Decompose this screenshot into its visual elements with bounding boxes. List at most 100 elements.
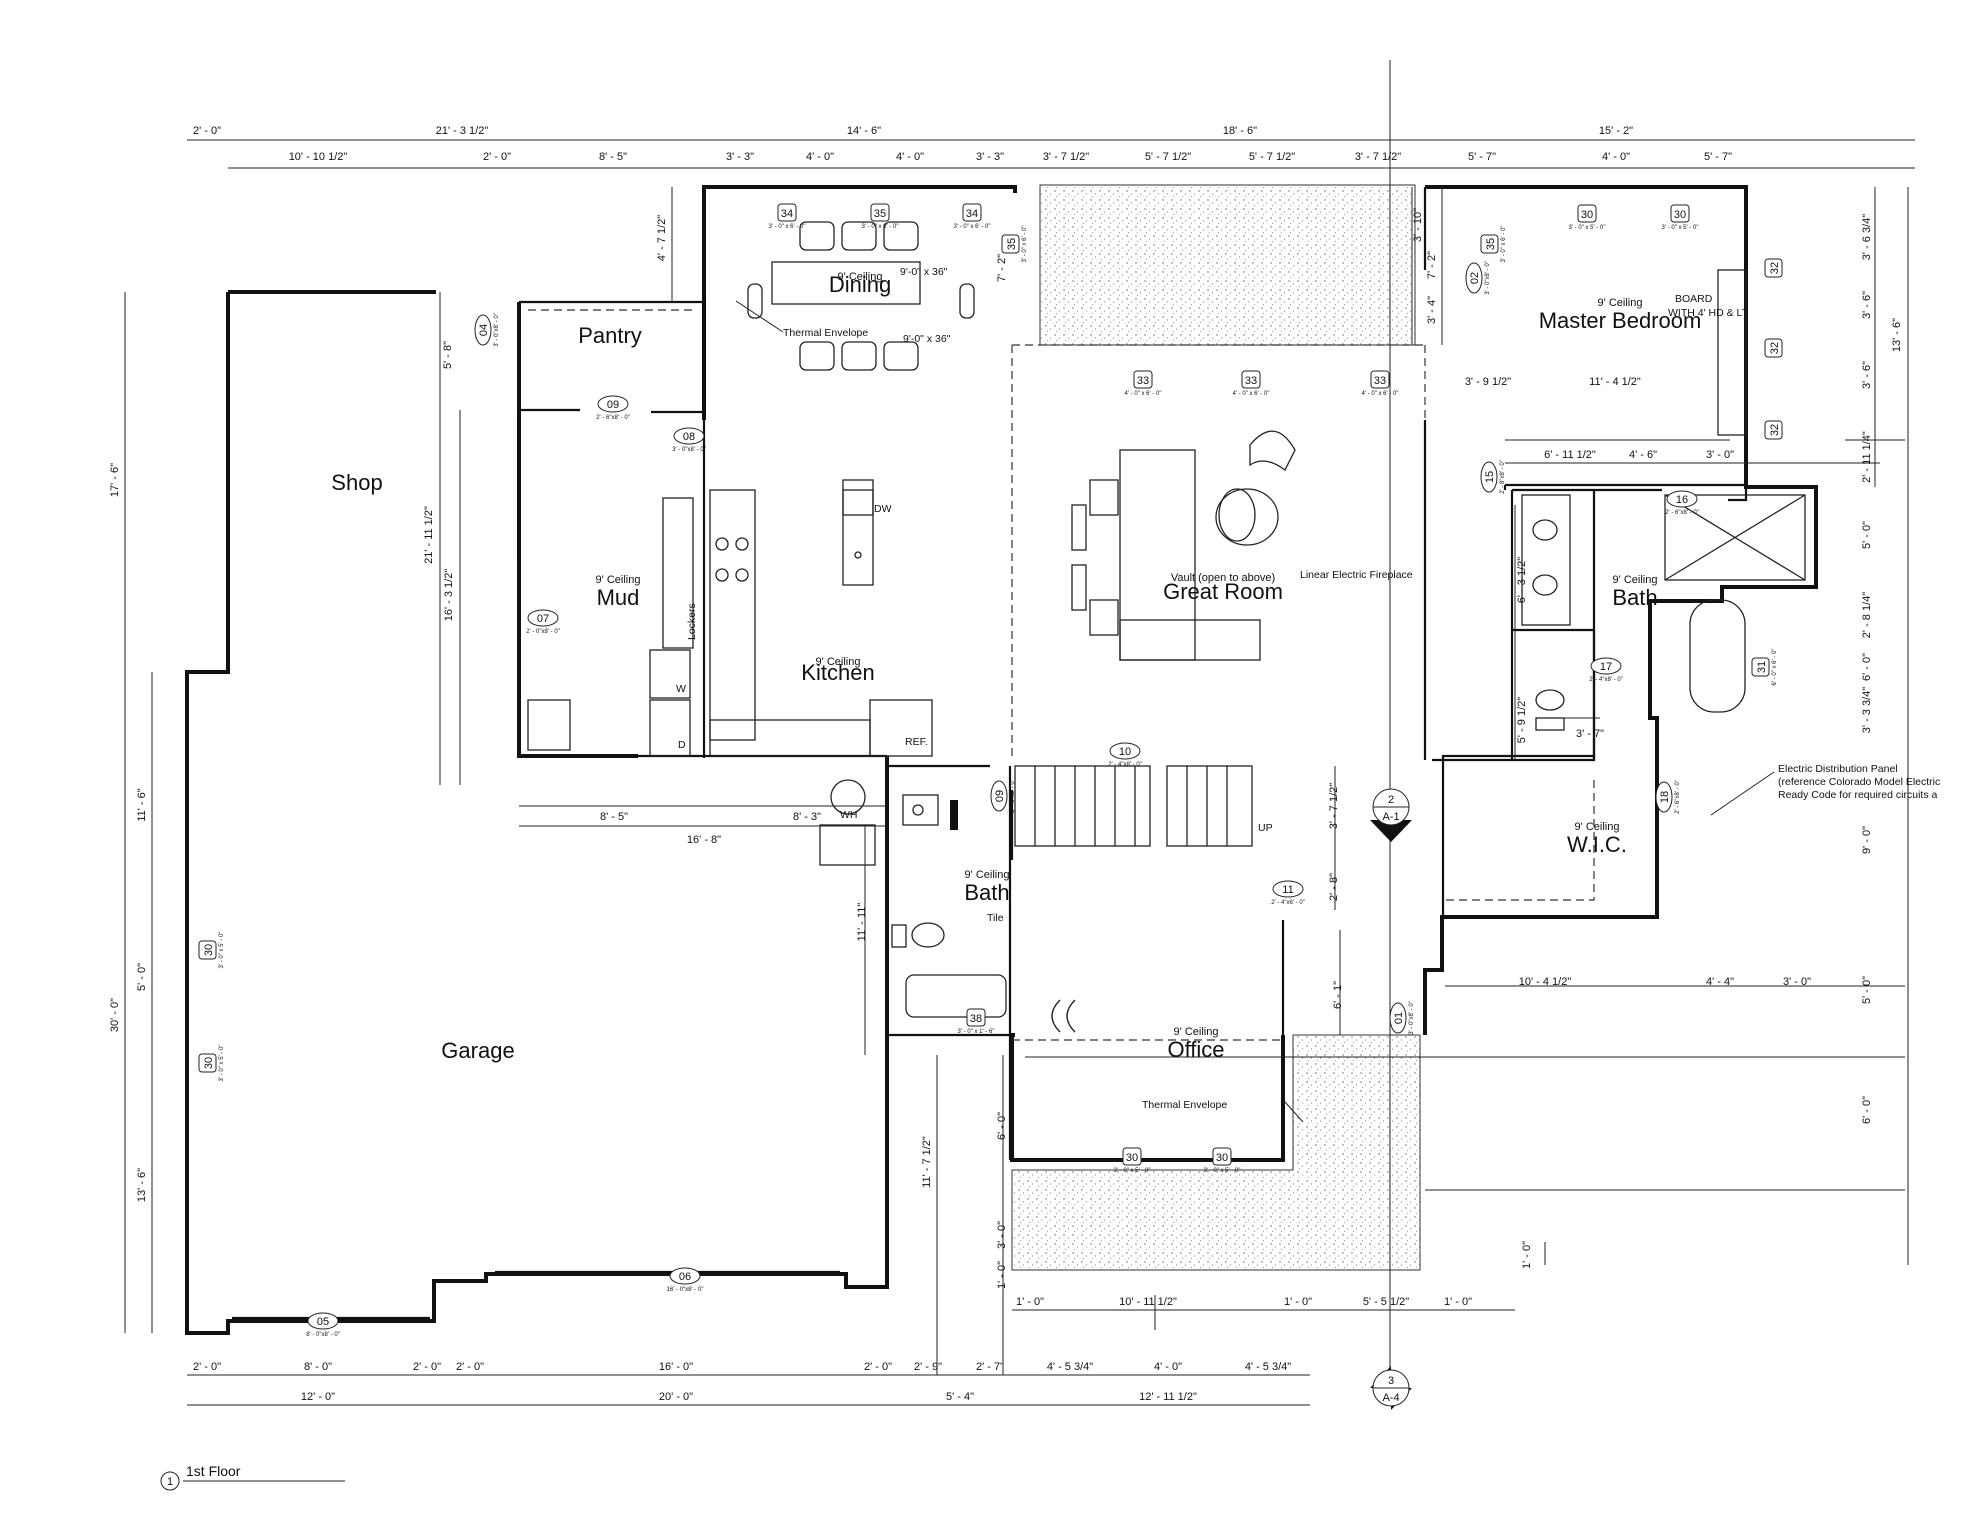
dimension-label: 8' - 3" <box>793 811 821 823</box>
fixtures <box>232 221 1806 1320</box>
tag-size: 3' - 0"x8' - 0" <box>672 447 706 453</box>
tag-size: 2' - 6"x8' - 0" <box>1665 510 1699 516</box>
door-window-tag: 383' - 0" x 1' - 6" <box>958 1008 994 1035</box>
room-name: Dining <box>829 272 891 297</box>
dimension-label: 2' - 11 1/4" <box>1861 431 1873 483</box>
dimension-label: 1' - 0" <box>1444 1296 1472 1308</box>
dimension-label: 11' - 7 1/2" <box>921 1136 933 1188</box>
door-window-tag: 334' - 0" x 6' - 0" <box>1125 370 1162 397</box>
dimension-label: 1' - 0" <box>996 1261 1008 1289</box>
dimension-label: 5' - 4" <box>946 1391 974 1403</box>
tag-number: 33 <box>1245 375 1257 387</box>
dimension-label: 10' - 11 1/2" <box>1119 1296 1177 1308</box>
svg-text:A-4: A-4 <box>1382 1392 1399 1404</box>
room-ceiling-note: 9' Ceiling <box>1575 821 1620 833</box>
dashed-lines <box>528 309 1595 1041</box>
tag-size: 3' - 0" x 5' - 0" <box>1114 1168 1151 1174</box>
dimension-label: 5' - 0" <box>1861 976 1873 1004</box>
tag-size: 2' - 8"x8' - 0" <box>1500 460 1506 494</box>
fireplace-note: Linear Electric Fireplace <box>1300 569 1413 581</box>
dining-chairs <box>747 221 975 371</box>
dimension-label: 17' - 6" <box>109 463 121 497</box>
door-window-tag: 35 3' - 0" x 6' - 0" <box>862 203 899 230</box>
patio-hatch-areas <box>1011 184 1421 1271</box>
dimension-label: 21' - 3 1/2" <box>436 125 489 137</box>
tag-size: 3' - 0" x 6' - 0" <box>954 224 991 230</box>
tag-number: 04 <box>478 324 490 336</box>
dimension-label: 2' - 0" <box>864 1361 892 1373</box>
tag-number: 35 <box>874 208 886 220</box>
dimension-label: 3' - 0" <box>1706 449 1734 461</box>
tag-size: 8' - 0"x8' - 0" <box>306 1332 340 1338</box>
dimension-label: 4' - 0" <box>896 151 924 163</box>
tag-size: 16' - 0"x8' - 0" <box>667 1287 704 1293</box>
room-ceiling-note: 9' Ceiling <box>965 869 1010 881</box>
tag-number: 38 <box>970 1013 982 1025</box>
dimension-label: 5' - 7 1/2" <box>1145 151 1191 163</box>
room-ceiling-note: 9' Ceiling <box>1613 574 1658 586</box>
dimension-label: 5' - 8" <box>442 341 454 369</box>
dining-table-size-note: 9'-0" x 36" <box>900 266 948 278</box>
room-name: Shop <box>331 470 382 495</box>
dimension-label: 1' - 0" <box>1016 1296 1044 1308</box>
door-window-tag: 33 4' - 0" x 6' - 0" <box>1362 370 1399 397</box>
tag-number: 17 <box>1600 661 1612 673</box>
lockers-label: Lockers <box>686 603 698 640</box>
door-window-tag: 30 3' - 0" x 5' - 0" <box>1114 1147 1151 1174</box>
tag-size: 3' - 0" x 6' - 0" <box>1501 226 1507 263</box>
dimension-label: 8' - 5" <box>599 151 627 163</box>
dimension-label: 13' - 6" <box>1891 318 1903 352</box>
dimension-label: 3' - 0" <box>996 1221 1008 1249</box>
tag-number: 30 <box>1126 1152 1138 1164</box>
dimension-label: 12' - 11 1/2" <box>1139 1391 1197 1403</box>
dimension-label: 4' - 0" <box>1154 1361 1182 1373</box>
dimension-label: 8' - 5" <box>600 811 628 823</box>
tag-size: 2' - 6"x8' - 0" <box>1010 779 1016 813</box>
tag-number: 33 <box>1374 375 1386 387</box>
notes: Thermal Envelope Thermal Envelope Linear… <box>676 266 1940 1123</box>
door-window-tag: 334' - 0" x 6' - 0" <box>1233 370 1269 397</box>
door-window-tag: 162' - 6"x8' - 0" <box>1665 490 1699 516</box>
dimension-label: 10' - 10 1/2" <box>289 151 348 163</box>
door-window-tag: 303' - 0" x 5' - 0" <box>1204 1147 1241 1174</box>
dimension-label: 3' - 7" <box>1576 728 1604 740</box>
tag-number: 01 <box>1393 1012 1405 1024</box>
drawing-title-text: 1st Floor <box>186 1463 241 1479</box>
electric-panel-note-2: (reference Colorado Model Electric <box>1778 776 1940 788</box>
tag-size: 3' - 0" x 6' - 0" <box>862 224 899 230</box>
tag-size: 4' - 0" x 6' - 0" <box>1362 391 1399 397</box>
dimension-label: 3' - 9 1/2" <box>1465 376 1511 388</box>
dimension-label: 2' - 0" <box>413 1361 441 1373</box>
view-number: 1 <box>167 1476 173 1488</box>
tag-size: 3' - 0"x8' - 0" <box>1485 261 1491 295</box>
section-marker-2: 2 A-1 <box>1370 788 1412 842</box>
dimension-label: 11' - 11" <box>856 903 868 942</box>
tag-number: 34 <box>966 208 978 220</box>
dimension-label: 5' - 7" <box>1468 151 1496 163</box>
tag-size: 3' - 0" x 5' - 0" <box>1204 1168 1241 1174</box>
dimension-label: 10' - 4 1/2" <box>1519 976 1572 988</box>
tag-number: 31 <box>1756 661 1768 673</box>
dimension-label: 3' - 7 1/2" <box>1043 151 1089 163</box>
tag-number: 11 <box>1282 884 1293 896</box>
dimension-label: 2' - 0" <box>193 1361 221 1373</box>
dimension-label: 3' - 6" <box>1861 361 1873 389</box>
svg-text:A-1: A-1 <box>1382 811 1399 823</box>
door-window-tag: 32 <box>1764 420 1783 440</box>
tag-size: 4' - 0" x 6' - 0" <box>1125 391 1162 397</box>
room-ceiling-note: 9' Ceiling <box>838 271 883 283</box>
refrigerator-label: REF. <box>905 736 928 748</box>
dimension-label: 3' - 3 3/4" <box>1861 687 1873 733</box>
room-name: Pantry <box>578 323 642 348</box>
room-ceiling-note: 9' Ceiling <box>1598 297 1643 309</box>
dimension-label: 1' - 0" <box>1284 1296 1312 1308</box>
